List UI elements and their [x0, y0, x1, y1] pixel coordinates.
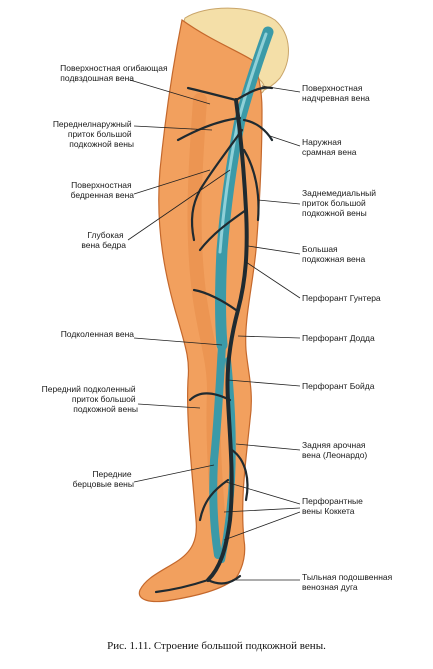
label-superficial-circumflex-iliac: Поверхностная огибающая подвздошная вена [60, 63, 170, 83]
label-posteromedial-tributary: Заднемедиальный приток большой подкожной… [302, 188, 378, 218]
label-dodd-perforator: Перфорант Додда [302, 333, 375, 343]
label-posterior-arch: Задняя арочная вена (Леонардо) [302, 440, 368, 460]
label-anterior-popliteal-tributary: Передний подколенный приток большой подк… [42, 384, 138, 414]
leader-lines-left [127, 79, 231, 483]
label-anterior-tibial: Передние берцовые вены [73, 469, 134, 489]
label-dorsal-venous-arch: Тыльная подошвенная венозная дуга [302, 572, 395, 592]
label-superficial-epigastric: Поверхностная надчревная вена [302, 83, 370, 103]
label-deep-femoral: Глубокая вена бедра [81, 230, 126, 250]
label-external-pudendal: Наружная срамная вена [302, 137, 357, 157]
label-popliteal: Подколенная вена [61, 329, 135, 339]
label-great-saphenous: Большая подкожная вена [302, 244, 365, 264]
label-cockett-perforators: Перфорантные вены Коккета [302, 496, 365, 516]
figure-caption: Рис. 1.11. Строение большой подкожной ве… [107, 640, 326, 652]
label-hunter-perforator: Перфорант Гунтера [302, 293, 381, 303]
tributaries [154, 86, 274, 594]
great-saphenous-vein-path [206, 98, 249, 582]
tibial-veins [209, 341, 226, 559]
leader-lines-right [223, 85, 301, 581]
label-anterolateral-tributary: Переднелнаружный приток большой подкожно… [53, 119, 134, 149]
label-superficial-femoral: Поверхностная бедренная вена [71, 180, 135, 200]
label-boyd-perforator: Перфорант Бойда [302, 381, 375, 391]
